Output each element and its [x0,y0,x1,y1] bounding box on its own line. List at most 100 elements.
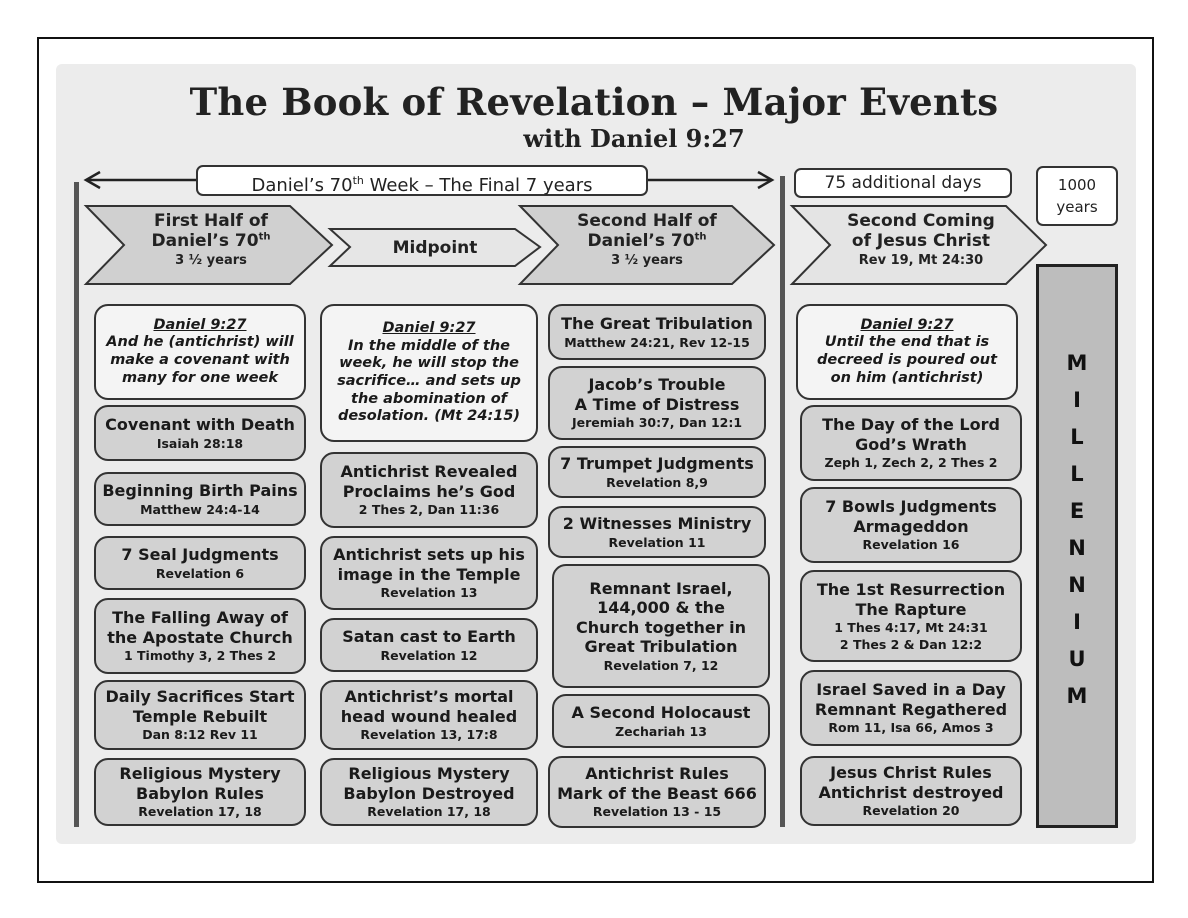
event-box: Antichrist Revealed Proclaims he’s God 2… [320,452,538,528]
additional-days-tag: 75 additional days [794,168,1012,198]
event-box: Daily Sacrifices Start Temple Rebuilt Da… [94,680,306,750]
event-reference: Revelation 7, 12 [603,657,719,673]
event-box: Covenant with Death Isaiah 28:18 [94,405,306,461]
event-box: A Second Holocaust Zechariah 13 [552,694,770,748]
event-title: 144,000 & the [597,598,725,618]
arrow-left-head [83,170,101,190]
event-title: Religious Mystery [348,764,510,784]
event-box: The Day of the Lord God’s Wrath Zeph 1, … [800,405,1022,481]
event-reference: Revelation 12 [380,647,478,663]
arrow-right-head [757,170,775,190]
event-title: the Apostate Church [107,627,293,647]
divider-vertical-bar [780,176,785,827]
event-reference: 2 Thes 2 & Dan 12:2 [839,636,983,652]
phase-first-half-label: First Half of Daniel’s 70th 3 ½ years [126,211,296,268]
event-box: Jacob’s Trouble A Time of Distress Jerem… [548,366,766,440]
event-box: Remnant Israel, 144,000 & the Church tog… [552,564,770,688]
event-title: 2 Witnesses Ministry [562,514,752,534]
event-title: image in the Temple [337,564,521,584]
week-label-prefix: Daniel’s 70 [251,175,353,196]
event-title: 7 Trumpet Judgments [560,454,754,474]
thousand-line2: years [1056,198,1098,216]
event-title: The Day of the Lord [822,415,1000,435]
event-reference: Jeremiah 30:7, Dan 12:1 [571,415,743,431]
event-title: Antichrist Rules [585,764,729,784]
event-box: 7 Bowls Judgments Armageddon Revelation … [800,487,1022,563]
box-text: desolation. (Mt 24:15) [337,408,521,425]
event-reference: 1 Thes 4:17, Mt 24:31 [834,620,988,636]
additional-days-label: 75 additional days [824,173,982,193]
event-title: head wound healed [340,706,518,726]
event-title: Great Tribulation [584,637,738,657]
event-title: Antichrist’s mortal [344,687,514,707]
box-heading: Daniel 9:27 [860,316,954,333]
event-title: Beginning Birth Pains [102,481,298,501]
millennium-letter: L [1070,462,1084,486]
thousand-line1: 1000 [1057,176,1097,194]
box-heading: Daniel 9:27 [382,319,476,336]
event-box: Beginning Birth Pains Matthew 24:4-14 [94,472,306,526]
event-box: The Great Tribulation Matthew 24:21, Rev… [548,304,766,360]
event-reference: Revelation 13 - 15 [592,804,722,820]
event-title: Antichrist sets up his [333,545,525,565]
event-box: Israel Saved in a Day Remnant Regathered… [800,670,1022,746]
event-title: Satan cast to Earth [342,627,516,647]
event-box: The Falling Away of the Apostate Church … [94,598,306,674]
page-subtitle: with Daniel 9:27 [523,124,745,153]
event-box: 2 Witnesses Ministry Revelation 11 [548,506,766,558]
event-title: Daily Sacrifices Start [105,687,295,707]
event-reference: Dan 8:12 Rev 11 [142,727,258,743]
event-title: Antichrist destroyed [818,782,1004,802]
event-reference: Revelation 11 [608,534,706,550]
event-box: Antichrist sets up his image in the Temp… [320,536,538,610]
chevron-second-coming [789,205,1048,285]
chevron-second-half [517,205,776,285]
millennium-letter: N [1068,573,1086,597]
event-title: God’s Wrath [855,434,967,454]
event-title: Temple Rebuilt [132,706,268,726]
event-title: Religious Mystery [119,764,281,784]
phase-line: Daniel’s 70 [151,231,259,252]
box-text: And he (antichrist) will [106,334,294,351]
box-text: In the middle of the [348,337,510,354]
week-label-suffix: Week – The Final 7 years [363,175,593,196]
phase-sub: 3 ½ years [611,252,683,268]
event-box: 7 Seal Judgments Revelation 6 [94,536,306,590]
event-box: Antichrist’s mortal head wound healed Re… [320,680,538,750]
event-reference: Revelation 17, 18 [367,804,491,820]
event-reference: Revelation 8,9 [606,474,708,490]
event-title: The Falling Away of [112,608,288,628]
event-title: Church together in [575,617,747,637]
event-title: Jesus Christ Rules [830,763,992,783]
event-reference: Rom 11, Isa 66, Amos 3 [828,720,994,736]
millennium-letter: L [1070,425,1084,449]
phase-line: Midpoint [392,238,478,258]
event-reference: Matthew 24:21, Rev 12-15 [564,334,750,350]
phase-sup: th [258,232,271,244]
event-title: Armageddon [853,516,969,536]
phase-line: Second Half of [577,211,717,231]
chevron-midpoint [327,228,542,267]
phase-sub: Rev 19, Mt 24:30 [858,252,984,268]
daniel-927-midpoint-box: Daniel 9:27 In the middle of the week, h… [320,304,538,442]
event-title: The 1st Resurrection [816,580,1006,600]
event-title: The Rapture [855,599,967,619]
millennium-letter: E [1069,499,1085,523]
event-title: Babylon Rules [136,783,264,803]
event-reference: Zechariah 13 [615,723,707,739]
page-title: The Book of Revelation – Major Events [189,80,999,124]
box-text: decreed is poured out [817,352,997,368]
event-reference: 2 Thes 2, Dan 11:36 [358,502,500,518]
phase-sub: 3 ½ years [175,252,247,268]
week-label-sup: th [352,174,364,187]
phase-second-half-label: Second Half of Daniel’s 70th 3 ½ years [562,211,732,268]
chevron-first-half [83,205,334,285]
event-reference: Zeph 1, Zech 2, 2 Thes 2 [824,455,998,471]
event-title: Israel Saved in a Day [816,680,1006,700]
event-title: Mark of the Beast 666 [557,783,757,803]
box-text: on him (antichrist) [830,369,984,386]
event-title: Covenant with Death [105,415,295,435]
event-title: 7 Bowls Judgments [825,497,997,517]
event-box: Antichrist Rules Mark of the Beast 666 R… [548,756,766,828]
